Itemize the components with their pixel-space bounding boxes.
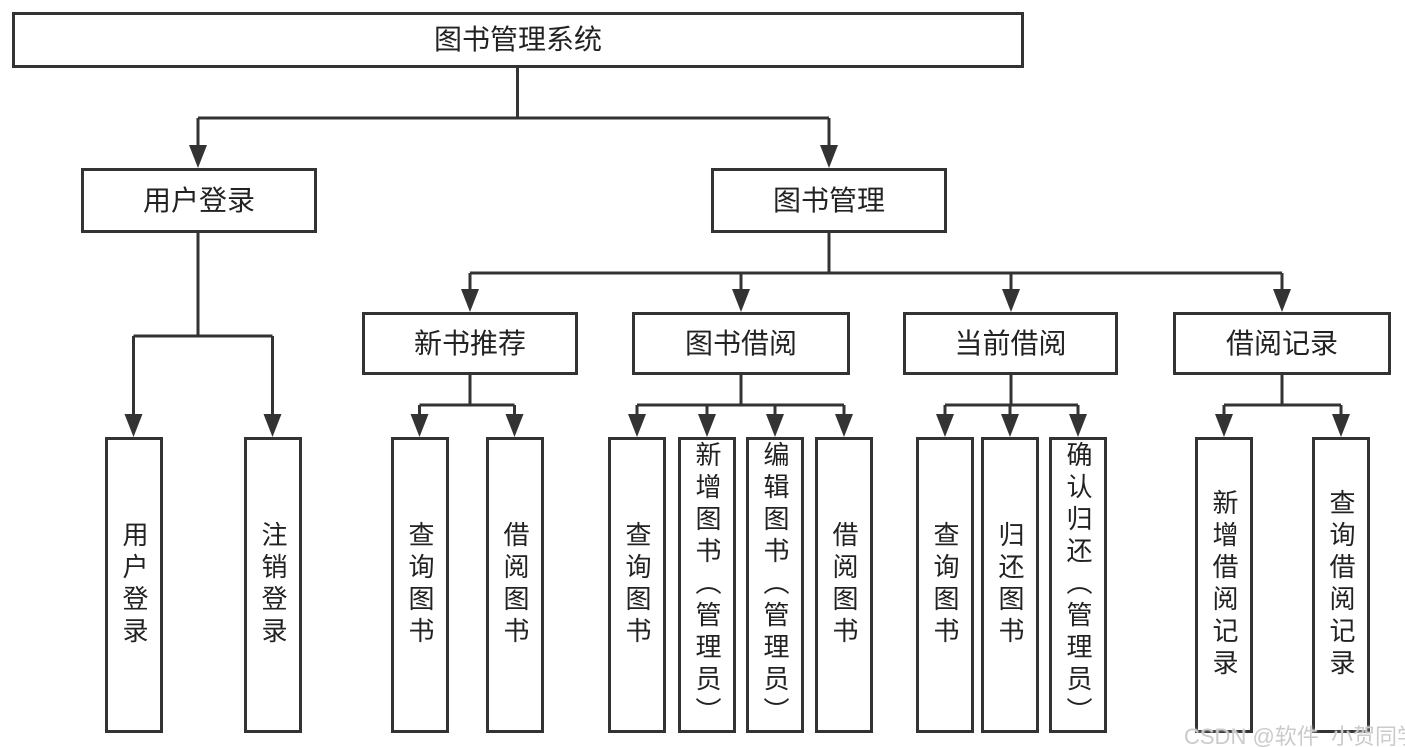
leaf-query-borrow-record: 查询借阅记录 — [1312, 437, 1370, 733]
node-root: 图书管理系统 — [12, 12, 1024, 68]
leaf-logout: 注销登录 — [244, 437, 302, 733]
node-new-book-recommend: 新书推荐 — [362, 312, 578, 375]
leaf-borrow-books-a: 借阅图书 — [486, 437, 544, 733]
leaf-return-books: 归还图书 — [981, 437, 1039, 733]
leaf-add-borrow-record: 新增借阅记录 — [1195, 437, 1253, 733]
leaf-borrow-books-b: 借阅图书 — [815, 437, 873, 733]
leaf-query-books-a: 查询图书 — [391, 437, 449, 733]
leaf-query-books-c: 查询图书 — [916, 437, 974, 733]
leaf-add-books-admin: 新增图书（管理员） — [678, 437, 736, 733]
leaf-confirm-return-admin: 确认归还（管理员） — [1049, 437, 1107, 733]
leaf-query-books-b: 查询图书 — [608, 437, 666, 733]
leaf-edit-books-admin: 编辑图书（管理员） — [746, 437, 804, 733]
node-borrow-record: 借阅记录 — [1173, 312, 1391, 375]
arrowheads — [124, 145, 1350, 437]
leaf-user-login: 用户登录 — [105, 437, 163, 733]
watermark: CSDN @软件_小贺同学 — [1184, 724, 1405, 747]
node-book-management: 图书管理 — [711, 168, 947, 233]
node-user-login: 用户登录 — [81, 168, 317, 233]
node-book-borrow: 图书借阅 — [632, 312, 850, 375]
node-current-borrow: 当前借阅 — [903, 312, 1118, 375]
